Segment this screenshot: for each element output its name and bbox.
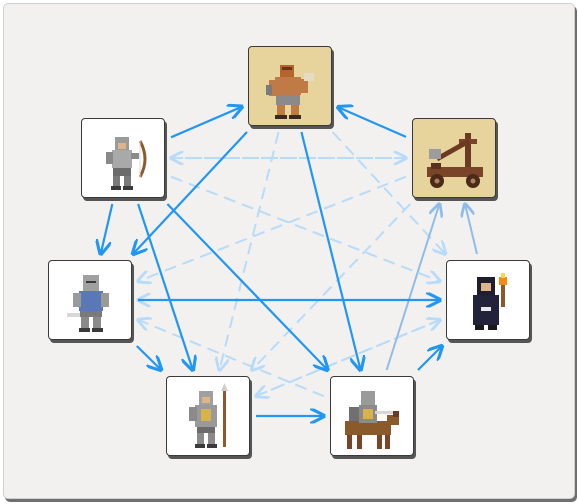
edge-archer-to-mage — [170, 175, 440, 282]
node-mage[interactable] — [446, 260, 530, 340]
edge-archer-to-swordsman — [101, 203, 114, 254]
edge-knight-to-mage — [417, 346, 442, 371]
knight-icon — [345, 391, 399, 449]
edge-archer-to-spearman — [137, 203, 193, 370]
edge-swordsman-to-spearman — [136, 345, 161, 370]
mage-icon — [473, 273, 507, 330]
spearman-icon — [189, 383, 228, 448]
node-knight[interactable] — [330, 376, 414, 456]
edge-catapult-to-barbarian — [338, 107, 407, 138]
edge-mage-to-catapult — [465, 204, 478, 255]
archer-icon — [106, 137, 147, 190]
edge-knight-to-catapult — [385, 204, 440, 371]
edge-archer-to-barbarian — [170, 107, 242, 139]
edge-catapult-to-swordsman — [138, 175, 407, 282]
barbarian-icon — [266, 65, 314, 119]
edge-spearman-to-mage — [255, 320, 440, 398]
edge-barbarian-to-spearman — [219, 131, 280, 370]
edge-catapult-to-spearman — [252, 203, 411, 370]
edge-barbarian-to-knight — [300, 131, 360, 370]
node-archer[interactable] — [81, 118, 165, 198]
node-swordsman[interactable] — [48, 260, 132, 340]
swordsman-icon — [67, 275, 109, 332]
edge-archer-to-knight — [166, 203, 327, 370]
edge-barbarian-to-swordsman — [133, 131, 248, 254]
edge-layer — [4, 4, 478, 498]
diagram-panel — [3, 3, 575, 499]
edge-knight-to-swordsman — [138, 320, 325, 398]
edge-barbarian-to-mage — [331, 131, 446, 254]
catapult-icon — [427, 133, 483, 188]
node-spearman[interactable] — [166, 376, 250, 456]
node-barbarian[interactable] — [248, 46, 332, 126]
node-catapult[interactable] — [412, 118, 496, 198]
